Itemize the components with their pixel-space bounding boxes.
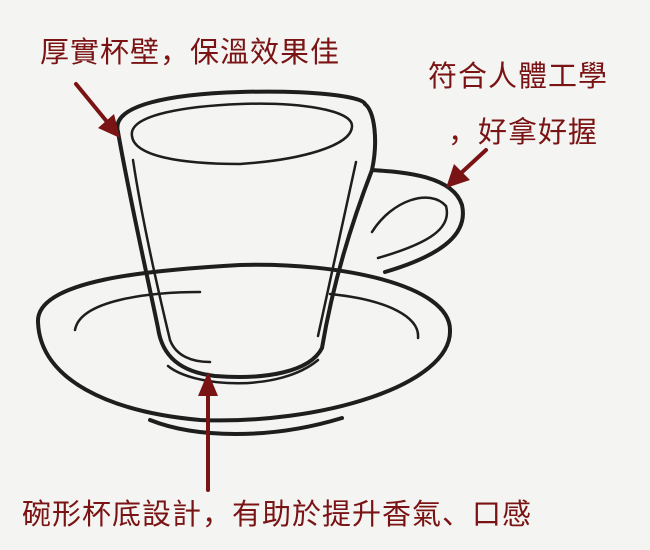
cup-foot	[166, 358, 320, 385]
cup-mouth-opening	[130, 102, 354, 166]
wall-annotation: 厚實杯壁，保溫效果佳	[40, 35, 341, 69]
handle-arrow	[446, 148, 488, 188]
base-annotation: 碗形杯底設計，有助於提升香氣、口感	[22, 497, 533, 531]
wall-arrow	[74, 82, 120, 138]
cup-handle	[370, 168, 465, 274]
cup-outer-wall	[116, 102, 378, 379]
saucer-inner-well	[73, 290, 202, 332]
handle-annotation-line-1: 符合人體工學	[428, 59, 609, 93]
handle-annotation-line-2: ，好拿好握	[448, 115, 599, 149]
saucer-outer-rim	[35, 262, 453, 423]
handle-inner-loop	[370, 196, 449, 260]
base-arrow	[198, 372, 218, 492]
cup-body	[115, 89, 378, 385]
cup-inner-wall-right	[316, 160, 358, 338]
cup-rim	[115, 89, 367, 134]
saucer-inner-well	[328, 292, 420, 340]
cup-inner-wall-left	[131, 158, 212, 364]
handle-outer-loop	[370, 168, 465, 274]
saucer-bottom-edge	[148, 416, 344, 436]
saucer	[35, 262, 453, 436]
